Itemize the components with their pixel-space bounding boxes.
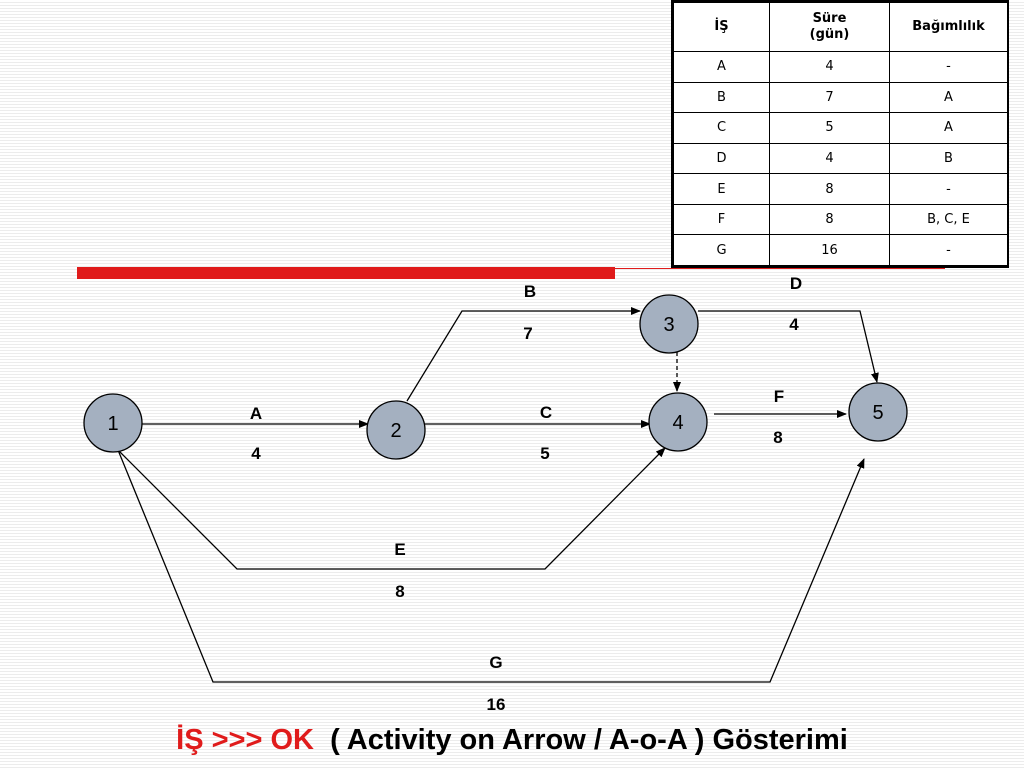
node-1: 1 (83, 393, 143, 453)
header-sure: Süre (gün) (769, 2, 890, 52)
cell-dependency: - (889, 51, 1008, 83)
cell-activity: E (673, 173, 770, 205)
activity-d-name: D (790, 274, 802, 293)
table-row: G 16 - (673, 234, 1008, 266)
table-row: E 8 - (673, 173, 1008, 205)
cell-dependency: B, C, E (889, 203, 1008, 236)
cell-dependency: - (889, 173, 1008, 205)
caption-text: ( Activity on Arrow / A-o-A ) Gösterimi (330, 724, 848, 756)
cell-activity: C (673, 112, 770, 144)
header-is: İŞ (673, 2, 770, 52)
red-divider-bar (77, 267, 615, 279)
arrow-g (117, 449, 865, 683)
cell-duration: 8 (769, 203, 890, 236)
activity-f-duration: 8 (773, 428, 782, 447)
node-1-label: 1 (107, 413, 118, 435)
arrow-b (406, 307, 641, 402)
node-4: 4 (648, 392, 708, 452)
cell-activity: G (673, 234, 770, 266)
cell-duration: 16 (769, 234, 890, 266)
activity-b-name: B (524, 282, 536, 301)
activity-table: İŞ Süre (gün) Bağımlılık A 4 - B 7 A C 5… (671, 0, 1009, 268)
activity-f-name: F (774, 387, 784, 406)
activity-e-name: E (394, 540, 405, 559)
activity-b-duration: 7 (523, 324, 532, 343)
caption-highlight: İŞ >>> OK (176, 724, 314, 756)
cell-duration: 8 (769, 173, 890, 205)
node-3-label: 3 (663, 314, 674, 336)
arrow-e (117, 447, 666, 570)
node-4-label: 4 (672, 412, 683, 434)
activity-d-duration: 4 (789, 315, 799, 334)
node-5-label: 5 (872, 402, 883, 424)
table-row: D 4 B (673, 142, 1008, 175)
table-header-row: İŞ Süre (gün) Bağımlılık (673, 2, 1008, 52)
activity-a-name: A (250, 404, 262, 423)
cell-duration: 5 (769, 112, 890, 144)
node-2-label: 2 (390, 420, 401, 442)
node-2: 2 (366, 400, 426, 460)
node-3: 3 (639, 294, 699, 354)
cell-dependency: A (889, 112, 1008, 144)
activity-e-duration: 8 (395, 582, 404, 601)
aoa-network-diagram: 1 2 3 4 5 A 4 B 7 C 5 D 4 E 8 F 8 G 16 (83, 274, 908, 714)
cell-duration: 7 (769, 81, 890, 114)
arrow-d (698, 310, 879, 383)
node-5: 5 (848, 382, 908, 442)
cell-dependency: - (889, 234, 1008, 266)
activity-c-duration: 5 (540, 444, 549, 463)
cell-duration: 4 (769, 142, 890, 175)
activity-a-duration: 4 (251, 444, 261, 463)
cell-activity: D (673, 142, 770, 175)
table-row: A 4 - (673, 51, 1008, 83)
activity-g-name: G (489, 653, 502, 672)
activity-g-duration: 16 (487, 695, 506, 714)
cell-dependency: B (889, 142, 1008, 175)
red-divider-line (615, 268, 945, 269)
header-bagimlilik: Bağımlılık (889, 2, 1008, 52)
table-row: C 5 A (673, 112, 1008, 144)
activity-c-name: C (540, 403, 552, 422)
slide-caption: İŞ >>> OK ( Activity on Arrow / A-o-A ) … (0, 724, 1024, 757)
